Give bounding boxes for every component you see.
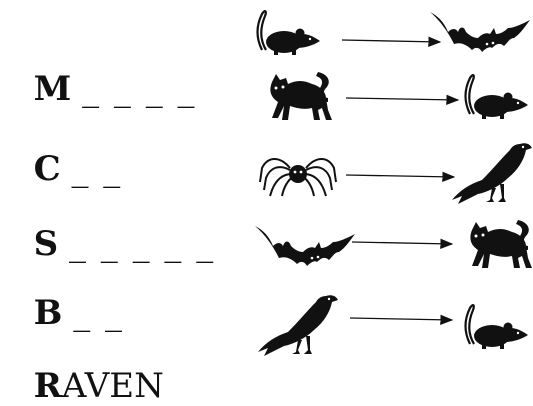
bat-icon [430,12,530,52]
word-initial: C [33,149,61,189]
word-blanks: _ _ [71,149,123,189]
word-rest: AVEN [61,366,164,406]
word-initial: S [33,224,59,264]
raven-icon [452,143,532,204]
word-initial: M [33,69,72,109]
arrow [341,36,442,47]
word-blanks: _ _ _ _ _ [69,224,216,264]
cat-icon [270,72,332,120]
mouse-icon [464,74,530,121]
word-blanks: _ _ _ _ [82,69,197,109]
word-initial: R [33,366,62,406]
bat-icon [255,226,355,266]
arrow [345,94,460,105]
word-row-3: S _ _ _ _ _ [12,193,215,261]
mouse-icon [464,304,530,351]
arrow [345,171,456,182]
word-initial: B [33,293,63,333]
arrow [349,314,454,325]
spider-icon [259,158,337,197]
cat-icon [470,220,532,268]
mouse-icon [256,10,322,57]
word-row-2: C _ _ [12,118,122,186]
arrow [351,238,454,249]
word-row-4: B _ _ [12,262,124,330]
word-blanks: _ _ [73,293,124,333]
animal-matching-diagram [255,10,532,356]
raven-icon [258,295,338,356]
word-row-1: M _ _ _ _ [12,38,197,106]
